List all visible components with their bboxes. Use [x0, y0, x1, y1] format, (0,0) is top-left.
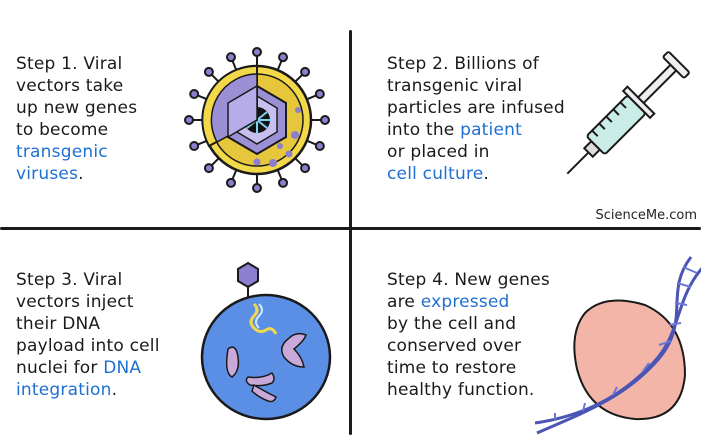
step-2-line-3: particles are infused: [387, 98, 565, 118]
step-2-line-2: transgenic viral: [387, 76, 523, 96]
step-3-highlight-1: DNA: [103, 358, 142, 378]
step-3-line-3: their DNA: [16, 314, 101, 334]
virus-spike-tip: [184, 115, 194, 125]
step-2-highlight-2: cell culture: [387, 164, 484, 184]
virus-spike-tip: [189, 88, 200, 99]
virus-spike-tip: [203, 66, 214, 77]
syringe-icon: [566, 51, 690, 175]
virus-spike-tip: [300, 66, 311, 77]
step-1-line-1: Step 1. Viral: [16, 54, 123, 74]
step-3-line-1: Step 3. Viral: [16, 270, 123, 290]
step-2-highlight-1: patient: [460, 120, 522, 140]
nucleus-icon: [200, 261, 332, 421]
virus-spike-tip: [189, 141, 200, 152]
step-4-line-2: are: [387, 292, 421, 312]
step-3-caption: Step 3. Viral vectors inject their DNA p…: [16, 269, 160, 401]
step-3-line-5: nuclei for: [16, 358, 104, 378]
step-3-line-4: payload into cell: [16, 336, 160, 356]
virus-spike-tip: [225, 52, 236, 63]
virus-spike-tip: [300, 163, 311, 174]
virus-icon: [184, 47, 330, 193]
virus-spike-tip: [203, 163, 214, 174]
step-1-highlight-2: viruses: [16, 164, 79, 184]
step-3-panel: Step 3. Viral vectors inject their DNA p…: [0, 231, 350, 435]
step-4-line-3: by the cell and: [387, 314, 517, 334]
step-4-line-1: Step 4. New genes: [387, 270, 550, 290]
step-1-highlight-1: transgenic: [16, 142, 108, 162]
step-3-highlight-2: integration: [16, 380, 112, 400]
step-3-end: .: [111, 380, 118, 400]
step-1-line-4: to become: [16, 120, 109, 140]
credit-text: ScienceMe.com: [595, 208, 697, 223]
step-1-line-2: vectors take: [16, 76, 124, 96]
step-1-end: .: [78, 164, 84, 184]
step-2-line-4: into the: [387, 120, 461, 140]
horizontal-divider: [0, 227, 701, 230]
step-4-line-5: time to restore: [387, 358, 517, 378]
step-4-line-6: healthy function.: [387, 380, 535, 400]
dna-cell-icon: [534, 256, 701, 435]
step-2-panel: Step 2. Billions of transgenic viral par…: [353, 0, 701, 228]
virus-spike-tip: [225, 177, 236, 188]
virus-spike-tip: [314, 141, 325, 152]
step-3-line-2: vectors inject: [16, 292, 134, 312]
virus-spike-tip: [278, 177, 289, 188]
virus-spike-tip: [252, 183, 262, 193]
virus-spike-tip: [320, 115, 330, 125]
step-2-line-1: Step 2. Billions of: [387, 54, 539, 74]
virus-spike-tip: [278, 52, 289, 63]
step-4-line-4: conserved over: [387, 336, 522, 356]
step-1-caption: Step 1. Viral vectors take up new genes …: [16, 53, 137, 185]
step-1-line-3: up new genes: [16, 98, 138, 118]
step-4-panel: Step 4. New genes are expressed by the c…: [353, 231, 701, 435]
step-2-end: .: [483, 164, 490, 184]
step-2-caption: Step 2. Billions of transgenic viral par…: [387, 53, 565, 185]
step-4-highlight-1: expressed: [420, 292, 510, 312]
step-2-line-5: or placed in: [387, 142, 490, 162]
vertical-divider: [349, 30, 352, 435]
virus-spike-tip: [314, 88, 325, 99]
step-1-panel: Step 1. Viral vectors take up new genes …: [0, 0, 350, 228]
virus-spike-tip: [252, 47, 262, 57]
step-4-caption: Step 4. New genes are expressed by the c…: [387, 269, 550, 401]
